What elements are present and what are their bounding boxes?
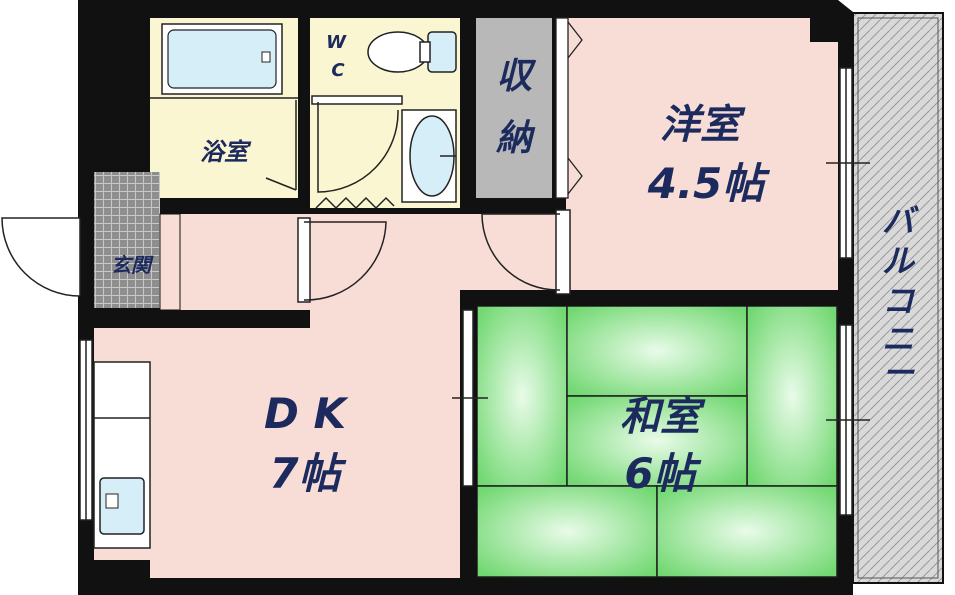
dk-room-name: D K <box>264 389 349 438</box>
entrance-floor <box>94 172 160 308</box>
balcony-char-3: コ <box>882 282 916 320</box>
japanese-sliding-door <box>452 309 488 487</box>
tatami-room <box>476 305 838 578</box>
dk-floor <box>94 300 460 578</box>
balcony <box>852 12 944 584</box>
dk-room-size: 7帖 <box>269 449 346 498</box>
balcony-char-5: ー <box>882 354 915 392</box>
storage-label-1: 収 <box>496 56 537 97</box>
toilet <box>367 31 457 73</box>
storage-doors <box>555 17 583 199</box>
washbasin <box>401 109 457 203</box>
bathtub <box>161 23 283 95</box>
japanese-room-size: 6帖 <box>624 449 701 498</box>
wc-door <box>311 95 403 210</box>
entrance-door <box>1 217 81 297</box>
western-room-name: 洋室 <box>660 102 746 148</box>
storage-label-2: 納 <box>495 118 536 159</box>
dk-window <box>79 339 93 521</box>
entrance-label: 玄関 <box>111 253 154 277</box>
japanese-room-name: 和室 <box>620 394 706 440</box>
wc-label-c: C <box>331 60 345 81</box>
balcony-label: バ ル コ ニ ー <box>882 202 919 392</box>
bath-label: 浴室 <box>200 138 252 166</box>
bath-door <box>265 100 297 191</box>
japanese-window <box>826 324 870 516</box>
kitchen-counter <box>93 361 151 549</box>
balcony-char-1: バ <box>882 202 919 240</box>
balcony-char-2: ル <box>882 242 916 280</box>
wc-label-w: W <box>326 32 347 53</box>
western-window <box>826 67 870 259</box>
balcony-char-4: ニ <box>882 320 914 358</box>
dk-door <box>297 217 387 303</box>
western-door <box>481 209 571 295</box>
entrance-step <box>159 213 181 311</box>
western-room-size: 4.5帖 <box>647 159 770 208</box>
western-room-floor <box>566 18 838 290</box>
storage-floor <box>476 18 552 198</box>
kitchen-sink <box>99 477 145 535</box>
